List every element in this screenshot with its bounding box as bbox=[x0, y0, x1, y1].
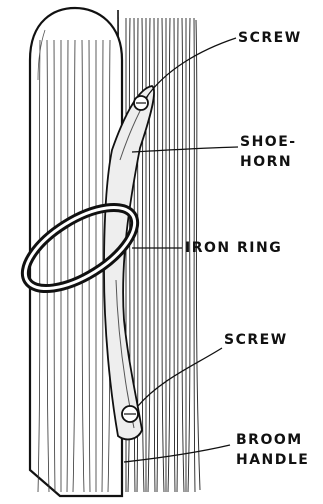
label-broom-line1: BROOM bbox=[236, 432, 303, 448]
label-broom-line2: HANDLE bbox=[236, 452, 309, 468]
label-screw-bottom: SCREW bbox=[224, 332, 288, 348]
label-shoehorn-line2: HORN bbox=[240, 154, 292, 170]
label-screw-top: SCREW bbox=[238, 30, 302, 46]
label-shoehorn-line1: SHOE- bbox=[240, 134, 297, 150]
label-iron-ring: IRON RING bbox=[185, 240, 282, 256]
